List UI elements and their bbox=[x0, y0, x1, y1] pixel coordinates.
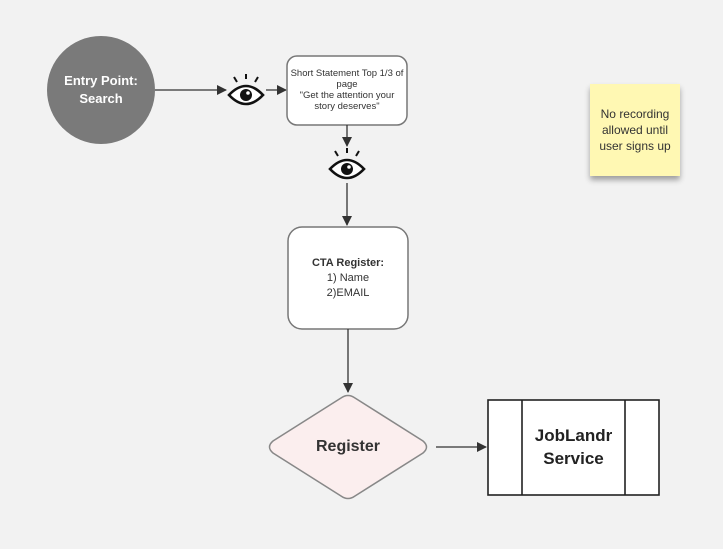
short-statement-line1: Short Statement Top 1/3 of bbox=[290, 68, 404, 79]
cta-register-title: CTA Register: bbox=[311, 256, 385, 269]
short-statement-line3: "Get the attention your bbox=[299, 90, 395, 101]
sticky-note-line3: user signs up bbox=[599, 139, 671, 153]
sticky-note-label: No recording allowed until user signs up bbox=[590, 84, 680, 176]
entry-point-line1: Entry Point: bbox=[64, 73, 138, 88]
eye-icon bbox=[227, 74, 265, 106]
short-statement-line4: story deserves" bbox=[314, 101, 380, 112]
sticky-note[interactable] bbox=[590, 84, 680, 176]
service-line1: JobLandr bbox=[534, 426, 613, 445]
sticky-note-line1: No recording bbox=[600, 107, 670, 121]
register-label: Register bbox=[315, 438, 381, 455]
short-statement-line2: page bbox=[336, 79, 358, 90]
service-line2: Service bbox=[543, 449, 604, 468]
cta-register-label: CTA Register: 1) Name 2)EMAIL bbox=[288, 227, 408, 329]
eye-icon bbox=[328, 148, 366, 180]
entry-point-line2: Search bbox=[79, 91, 123, 106]
cta-register-item-name: 1) Name bbox=[326, 271, 370, 284]
register-decision-label: Register bbox=[268, 395, 428, 499]
entry-point-label: Entry Point: Search bbox=[47, 36, 155, 144]
cta-register-item-email: 2)EMAIL bbox=[326, 286, 370, 299]
service-label: JobLandr Service bbox=[522, 400, 625, 494]
register-decision-node[interactable] bbox=[268, 394, 428, 500]
short-statement-label: Short Statement Top 1/3 of page "Get the… bbox=[287, 56, 407, 124]
service-node[interactable] bbox=[487, 399, 660, 496]
sticky-note-line2: allowed until bbox=[601, 123, 669, 137]
entry-point-node[interactable] bbox=[47, 36, 155, 144]
